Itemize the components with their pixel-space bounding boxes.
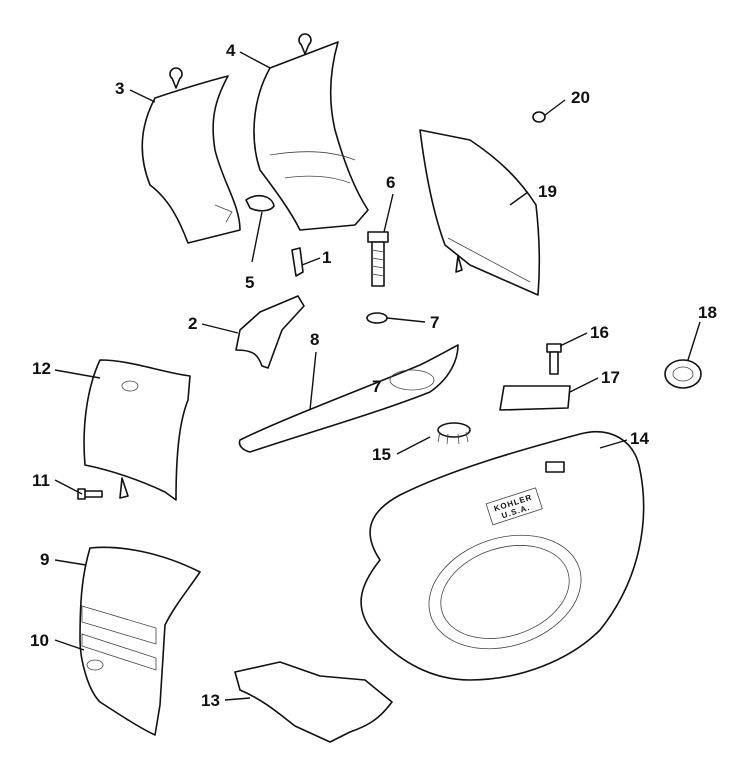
part-18-grommet xyxy=(664,359,702,389)
callout-7b: 7 xyxy=(372,377,381,396)
callout-16: 16 xyxy=(590,323,609,342)
part-2-bracket xyxy=(235,295,305,369)
callout-8: 8 xyxy=(310,330,319,349)
callout-20: 20 xyxy=(571,88,590,107)
part-19-baffle xyxy=(419,129,541,296)
part-4-baffle xyxy=(253,33,369,231)
callout-12: 12 xyxy=(32,359,51,378)
callout-13: 13 xyxy=(201,691,220,710)
callout-labels: 1 2 3 4 5 6 7 7 8 9 10 11 12 13 14 15 16… xyxy=(30,41,717,710)
part-17-plate xyxy=(499,385,571,411)
part-5-clip xyxy=(245,194,275,212)
callout-6: 6 xyxy=(386,173,395,192)
part-3-baffle xyxy=(141,67,241,244)
callout-5: 5 xyxy=(245,273,254,292)
callout-15: 15 xyxy=(372,445,391,464)
part-8-shroud-plate xyxy=(238,344,459,453)
part-9-10-lower-panel xyxy=(79,546,201,736)
callout-7a: 7 xyxy=(430,313,439,332)
part-14-blower-housing: KOHLER U.S.A. xyxy=(360,430,645,681)
callout-1: 1 xyxy=(322,248,331,267)
part-13-base-plate xyxy=(234,661,393,743)
callout-14: 14 xyxy=(630,429,649,448)
part-15-bushing xyxy=(437,422,471,445)
callout-18: 18 xyxy=(698,303,717,322)
callout-11: 11 xyxy=(32,471,50,490)
part-20-nut xyxy=(532,111,546,123)
part-6-bolt xyxy=(367,231,389,287)
callout-19: 19 xyxy=(538,182,557,201)
callout-3: 3 xyxy=(115,79,124,98)
part-12-side-panel xyxy=(83,359,191,501)
callout-10: 10 xyxy=(30,631,49,650)
callout-2: 2 xyxy=(188,314,197,333)
leader-lines xyxy=(54,51,701,701)
part-1-pin xyxy=(291,247,304,277)
callout-17: 17 xyxy=(601,368,620,387)
part-7-washer-top xyxy=(366,312,388,324)
callout-9: 9 xyxy=(40,550,49,569)
callout-4: 4 xyxy=(226,41,236,60)
part-16-bolt xyxy=(546,343,562,375)
